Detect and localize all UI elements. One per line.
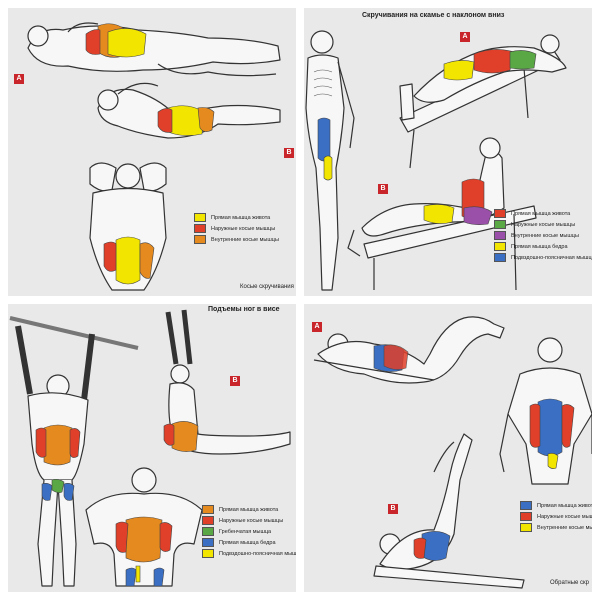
- oblique-crunch-illustration: [27, 22, 281, 291]
- legend-label: Внутренние косые мышцы: [537, 524, 592, 531]
- legend-label: Подвздошно-поясничная мышца бедра: [219, 550, 296, 557]
- legend-swatch: [520, 512, 532, 521]
- panel-decline-bench-crunches: Скручивания на скамье с наклоном вниз A …: [304, 8, 592, 296]
- legend-item: Прямая мышца бедра: [202, 537, 296, 548]
- legend-label: Прямая мышца живота: [219, 506, 279, 513]
- legend-swatch: [202, 505, 214, 514]
- legend-item: Прямая мышца живота: [520, 500, 592, 511]
- legend-swatch: [494, 220, 506, 229]
- legend-label: Внутренние косые мышцы: [211, 236, 279, 243]
- legend-label: Прямая мышца живота: [537, 502, 592, 509]
- legend-swatch: [202, 549, 214, 558]
- panel-caption: Косые скручивания: [240, 284, 294, 290]
- legend-label: Прямая мышца бедра: [511, 243, 568, 250]
- panel-hanging-leg-raises: Подъемы ног в висе B Прямая мышца живота…: [8, 304, 296, 592]
- legend-item: Внутренние косые мышцы: [520, 522, 592, 533]
- legend-item: Наружные косые мышцы: [520, 511, 592, 522]
- legend-label: Наружные косые мышцы: [511, 221, 576, 228]
- legend-swatch: [520, 523, 532, 532]
- legend-swatch: [194, 213, 206, 222]
- marker-b: B: [388, 504, 398, 514]
- legend-item: Гребенчатая мышца: [202, 526, 296, 537]
- reverse-crunch-illustration: [313, 316, 592, 589]
- legend-item: Наружные косые мышцы: [202, 515, 296, 526]
- legend-swatch: [494, 242, 506, 251]
- legend-item: Подвздошно-поясничная мышца бедра: [202, 548, 296, 559]
- legend-swatch: [494, 231, 506, 240]
- legend-swatch: [202, 527, 214, 536]
- legend-swatch: [202, 516, 214, 525]
- legend-item: Прямая мышца живота: [194, 212, 279, 223]
- legend-item: Прямая мышца живота: [494, 208, 592, 219]
- marker-b: B: [230, 376, 240, 386]
- marker-b: B: [378, 184, 388, 194]
- legend-swatch: [202, 538, 214, 547]
- legend-swatch: [194, 235, 206, 244]
- legend-swatch: [194, 224, 206, 233]
- panel-caption: Обратные скр: [550, 580, 589, 586]
- panel-title: Подъемы ног в висе: [208, 306, 280, 313]
- legend-label: Прямая мышца живота: [511, 210, 571, 217]
- legend-label: Наружные косые мышцы: [211, 225, 276, 232]
- legend-item: Наружные косые мышцы: [194, 223, 279, 234]
- marker-a: A: [312, 322, 322, 332]
- legend-swatch: [494, 253, 506, 262]
- legend-label: Гребенчатая мышца: [219, 528, 272, 535]
- legend-label: Подвздошно-поясничная мышца бедра: [511, 254, 592, 261]
- marker-b: B: [284, 148, 294, 158]
- legend-label: Прямая мышца живота: [211, 214, 271, 221]
- legend-label: Наружные косые мышцы: [219, 517, 284, 524]
- legend-item: Наружные косые мышцы: [494, 219, 592, 230]
- legend-label: Наружные косые мышцы: [537, 513, 592, 520]
- legend-item: Внутренние косые мышцы: [494, 230, 592, 241]
- marker-a: A: [460, 32, 470, 42]
- decline-crunch-illustration: [305, 30, 567, 291]
- legend-swatch: [520, 501, 532, 510]
- legend-label: Прямая мышца бедра: [219, 539, 276, 546]
- marker-a: A: [14, 74, 24, 84]
- legend-item: Прямая мышца живота: [202, 504, 296, 515]
- legend-label: Внутренние косые мышцы: [511, 232, 579, 239]
- panel-title: Скручивания на скамье с наклоном вниз: [362, 12, 505, 19]
- legend-swatch: [494, 209, 506, 218]
- legend-item: Внутренние косые мышцы: [194, 234, 279, 245]
- hanging-leg-raise-illustration: [9, 309, 291, 587]
- legend-item: Прямая мышца бедра: [494, 241, 592, 252]
- legend-item: Подвздошно-поясничная мышца бедра: [494, 252, 592, 263]
